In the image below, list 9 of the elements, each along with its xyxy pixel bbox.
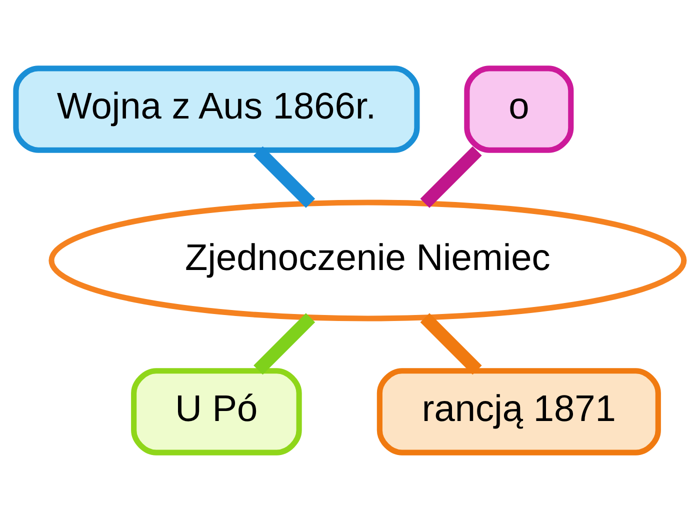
connector [254, 146, 316, 208]
connector [254, 312, 316, 374]
node-box: rancją 1871 [376, 368, 661, 455]
node-box: o [464, 65, 574, 152]
node-box: U Pó [131, 368, 302, 455]
connector [420, 146, 482, 208]
connector [420, 312, 482, 374]
node-box: Wojna z Aus 1866r. [13, 65, 420, 152]
node-ellipse: Zjednoczenie Niemiec [48, 199, 687, 321]
